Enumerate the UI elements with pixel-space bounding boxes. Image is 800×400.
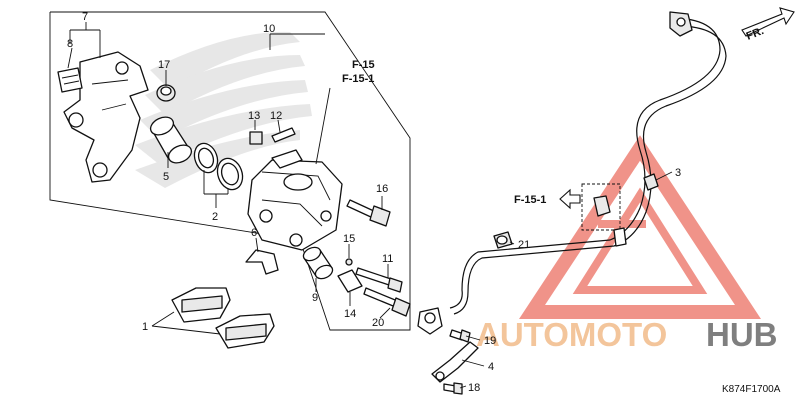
callout-19: 19 [484, 335, 496, 347]
callout-17: 17 [158, 59, 170, 71]
callout-9: 9 [312, 292, 318, 304]
bleeder-screw [271, 127, 296, 143]
sensor-mount [417, 307, 443, 335]
callout-16: 16 [376, 183, 388, 195]
callout-21: 21 [518, 239, 530, 251]
callout-8: 8 [67, 38, 73, 50]
bolt-19 [449, 329, 471, 343]
ref-f15-1-side: F-15-1 [514, 194, 546, 206]
callout-11: 11 [382, 253, 393, 265]
reference-labels: F-15 F-15-1 F-15-1 [342, 59, 581, 210]
detail-clamp [593, 195, 627, 247]
watermark-logo [519, 135, 761, 319]
svg-text:AUTOMOTO: AUTOMOTO [476, 316, 667, 353]
callout-2: 2 [212, 211, 218, 223]
brake-pad-set [171, 287, 275, 349]
caliper-body [247, 149, 343, 251]
callout-6: 6 [251, 227, 257, 239]
slide-pin-20 [363, 287, 411, 317]
caliper-bracket [63, 51, 149, 183]
figure-code: K874F1700A [722, 384, 781, 395]
callout-14: 14 [344, 308, 356, 320]
pad-retainer [245, 249, 279, 275]
svg-text:HUB: HUB [706, 316, 778, 353]
bleeder-cap [249, 131, 263, 145]
slide-pin-boot [302, 246, 334, 280]
callout-18: 18 [468, 382, 480, 394]
watermark-text: AUTOMOTO HUB [476, 316, 778, 353]
hose-stay-4 [431, 341, 479, 383]
hose-clamp-3 [643, 173, 659, 191]
callout-4: 4 [488, 361, 494, 373]
callout-20: 20 [372, 317, 384, 329]
callout-10: 10 [263, 23, 275, 35]
caliper-piston [149, 116, 193, 164]
assembly-boundary [49, 11, 411, 331]
bolt-18 [443, 382, 463, 395]
pin-sleeve-14 [337, 269, 363, 293]
callout-3: 3 [675, 167, 681, 179]
slide-pin-11 [355, 267, 403, 293]
pad-spring-clip [57, 67, 83, 93]
leader-lines [67, 22, 673, 389]
callout-13: 13 [248, 110, 260, 122]
hose-clip-21 [493, 231, 513, 249]
pad-pin-15 [345, 258, 353, 266]
pin-boot [156, 84, 176, 102]
ref-f15: F-15 [352, 59, 375, 71]
caliper-bolt-16 [346, 199, 391, 227]
ref-f15-1-top: F-15-1 [342, 73, 374, 85]
callout-7: 7 [82, 11, 88, 23]
callout-1: 1 [142, 321, 148, 333]
piston-seal-set [193, 142, 244, 191]
callout-15: 15 [343, 233, 355, 245]
callout-12: 12 [270, 110, 282, 122]
forward-marker: FR. [741, 7, 795, 43]
callout-5: 5 [163, 171, 169, 183]
ref-arrow-icon [559, 188, 581, 210]
callout-labels: 7 8 10 17 13 12 5 2 16 6 15 11 9 14 20 1… [67, 11, 681, 394]
detail-box-f15-1 [581, 183, 621, 231]
forward-arrow-icon [741, 7, 795, 37]
